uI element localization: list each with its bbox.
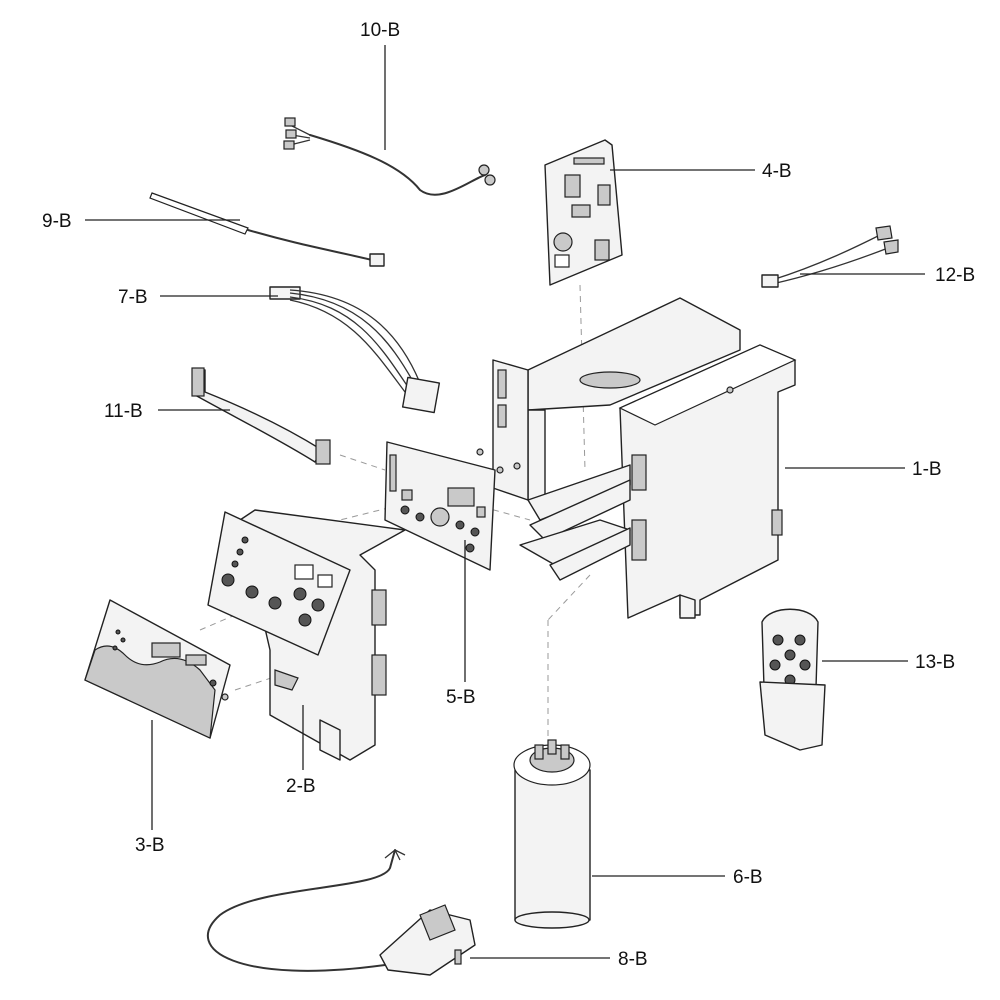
callout-label-2: 2-B (286, 776, 316, 797)
control-box-housing (492, 297, 797, 619)
capacitor (513, 739, 591, 929)
remote-control (759, 608, 826, 751)
callout-label-8: 8-B (618, 949, 648, 970)
callout-labels: 1-B 2-B 3-B 4-B 5-B 6-B 7-B 8-B 9-B 10-B… (42, 20, 975, 970)
callout-label-11: 11-B (104, 401, 143, 422)
two-wire-lead (761, 225, 899, 288)
control-panel-cover (207, 511, 351, 656)
display-pcb (384, 441, 504, 571)
callout-label-6: 6-B (733, 867, 763, 888)
callout-label-7: 7-B (118, 287, 148, 308)
callout-label-3: 3-B (135, 835, 165, 856)
front-decal-panel (84, 599, 231, 739)
callout-label-13: 13-B (915, 652, 955, 673)
callout-leaders (85, 45, 925, 959)
temperature-sensor-wire (149, 192, 385, 267)
main-pcb (544, 139, 623, 286)
power-cord (207, 849, 476, 976)
wire-harness-7 (269, 286, 441, 414)
terminal-wire-10 (283, 117, 496, 196)
ribbon-cable (191, 367, 331, 465)
callout-label-5: 5-B (446, 687, 476, 708)
callout-label-4: 4-B (762, 161, 792, 182)
callout-label-1: 1-B (912, 459, 942, 480)
callout-label-12: 12-B (935, 265, 975, 286)
callout-label-9: 9-B (42, 211, 72, 232)
callout-label-10: 10-B (360, 20, 400, 41)
